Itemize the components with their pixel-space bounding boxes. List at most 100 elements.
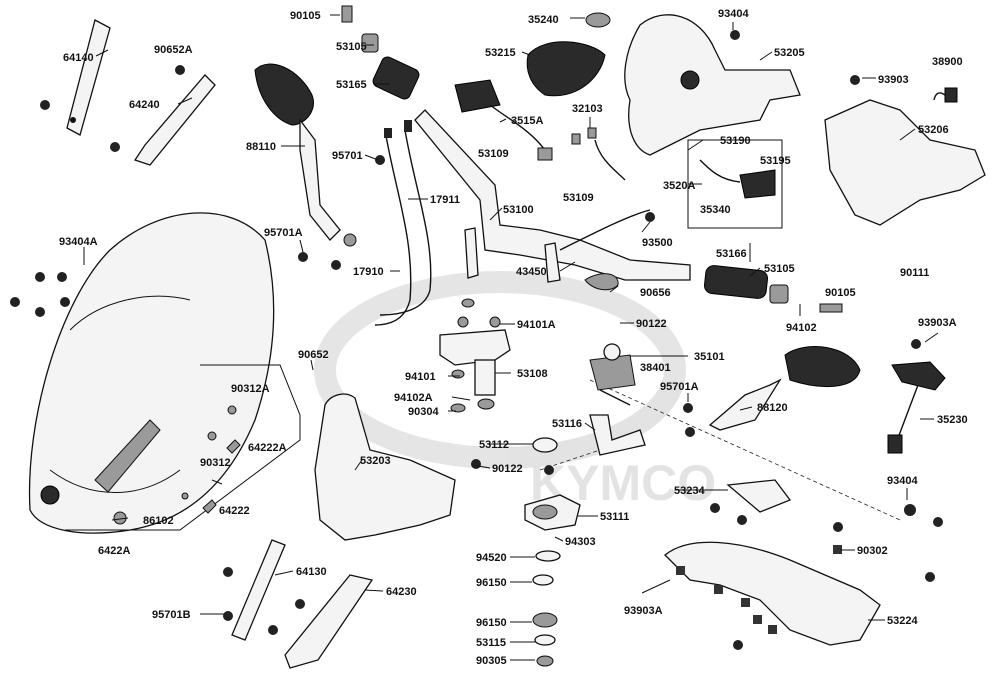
label-93903A: 93903A — [918, 317, 957, 329]
fastener-group — [181, 405, 241, 514]
left-mirror-part — [254, 63, 357, 247]
label-64222: 64222 — [219, 505, 250, 517]
label-53111: 53111 — [600, 511, 629, 523]
label-38401: 38401 — [640, 362, 671, 374]
label-90312: 90312 — [200, 457, 231, 469]
label-95701A-right: 95701A — [660, 381, 699, 393]
label-94102A: 94102A — [394, 392, 433, 404]
label-6422A: 6422A — [98, 545, 130, 557]
bracket-64240-part — [133, 74, 216, 166]
label-38900: 38900 — [932, 56, 963, 68]
bearing-parts — [532, 550, 561, 667]
windshield-part — [28, 212, 275, 534]
label-35101: 35101 — [694, 351, 725, 363]
label-93903A-lower: 93903A — [624, 605, 663, 617]
label-53195: 53195 — [760, 155, 791, 167]
leader-lines — [83, 14, 939, 661]
cable-43450-part — [559, 209, 651, 251]
label-64230: 64230 — [386, 586, 417, 598]
inner-panel-53206-part — [824, 99, 986, 226]
label-53116: 53116 — [552, 418, 582, 430]
label-90302: 90302 — [857, 545, 888, 557]
handlebar-53100-part — [414, 109, 691, 283]
label-35240: 35240 — [528, 14, 559, 26]
routing-line — [589, 379, 901, 521]
label-95701B: 95701B — [152, 609, 191, 621]
label-53165: 53165 — [336, 79, 367, 91]
label-93404: 93404 — [718, 8, 749, 20]
front-cover-53205-part — [624, 14, 801, 156]
label-86102: 86102 — [143, 515, 174, 527]
screws — [10, 30, 943, 650]
label-90105-right: 90105 — [825, 287, 856, 299]
assembly-outline — [65, 364, 301, 531]
label-53206: 53206 — [918, 124, 949, 136]
label-90122-upper: 90122 — [636, 318, 667, 330]
switch-group-frame — [687, 139, 783, 229]
label-95701: 95701 — [332, 150, 363, 162]
label-88120: 88120 — [757, 402, 788, 414]
bracket-64130-part — [231, 539, 286, 641]
label-90111: 90111 — [900, 267, 929, 279]
label-53215: 53215 — [485, 47, 516, 59]
label-96150-upper: 96150 — [476, 577, 507, 589]
label-90305: 90305 — [476, 655, 507, 667]
label-53112: 53112 — [479, 439, 509, 451]
throttle-grip-part — [341, 5, 420, 100]
label-35230: 35230 — [937, 414, 968, 426]
label-43450: 43450 — [516, 266, 547, 278]
switch-3515A-part — [454, 79, 553, 161]
label-17910: 17910 — [353, 266, 384, 278]
lock-35101-part — [589, 343, 636, 406]
label-94303: 94303 — [565, 536, 596, 548]
bracket-53116-part — [589, 414, 646, 456]
label-53105: 53105 — [336, 41, 367, 53]
label-53190: 53190 — [720, 135, 751, 147]
connector-38900-part — [933, 87, 958, 103]
label-95701A: 95701A — [264, 227, 303, 239]
bracket-64230-part — [284, 574, 374, 669]
label-53105-right: 53105 — [764, 263, 795, 275]
label-53108: 53108 — [517, 368, 548, 380]
label-90312A: 90312A — [231, 383, 270, 395]
label-53115: 53115 — [476, 637, 506, 649]
label-93500: 93500 — [642, 237, 673, 249]
label-53100: 53100 — [503, 204, 534, 216]
sensor-32103-part — [571, 127, 626, 181]
label-3515A: 3515A — [511, 115, 543, 127]
right-grip-53166-part — [703, 265, 843, 313]
label-64130: 64130 — [296, 566, 327, 578]
label-32103: 32103 — [572, 103, 603, 115]
cables-17910-17911-part — [374, 120, 432, 326]
panel-53203-part — [314, 393, 456, 541]
strap-90656-part — [584, 273, 619, 291]
label-93903: 93903 — [878, 74, 909, 86]
label-64240: 64240 — [129, 99, 160, 111]
label-53109-upper: 53109 — [478, 148, 509, 160]
label-53166: 53166 — [716, 248, 747, 260]
bracket-53234-part — [726, 479, 792, 513]
label-90122-lower: 90122 — [492, 463, 523, 475]
label-64140: 64140 — [63, 52, 94, 64]
label-53234: 53234 — [674, 485, 705, 497]
clips — [676, 545, 842, 634]
part-number-labels: 90105 35240 93404 64140 90652A 53105 532… — [59, 8, 968, 667]
label-88110: 88110 — [246, 141, 276, 153]
label-53224: 53224 — [887, 615, 918, 627]
label-17911: 17911 — [430, 194, 460, 206]
label-94101A: 94101A — [517, 319, 556, 331]
bracket-64140-part — [66, 19, 111, 136]
lower-cover-53224-part — [664, 541, 881, 646]
label-53205: 53205 — [774, 47, 805, 59]
label-53109-lower: 53109 — [563, 192, 594, 204]
steering-stem-53108-part — [439, 298, 511, 413]
label-90105: 90105 — [290, 10, 321, 22]
label-35340: 35340 — [700, 204, 731, 216]
right-mirror-88120-part — [708, 346, 861, 431]
cover-53215-part — [526, 12, 611, 97]
label-90652: 90652 — [298, 349, 329, 361]
label-64222A: 64222A — [248, 442, 287, 454]
label-53203: 53203 — [360, 455, 391, 467]
